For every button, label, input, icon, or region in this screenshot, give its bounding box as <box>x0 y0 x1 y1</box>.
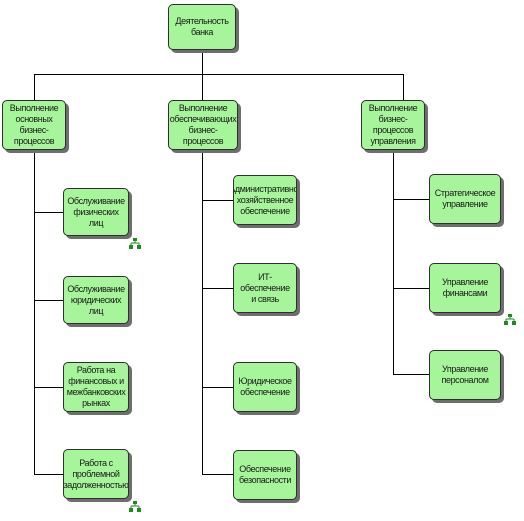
node-col-2-label: Выполнение бизнес-процессов управления <box>368 103 418 146</box>
node-c1-0-label: Административно-хозяйственное обеспечени… <box>233 183 296 216</box>
node-c2-2-label: Управление персоналом <box>441 364 489 385</box>
subdiagram-icon[interactable] <box>504 314 516 325</box>
node-col-2[interactable]: Выполнение бизнес-процессов управления <box>361 100 425 150</box>
node-c2-2[interactable]: Управление персоналом <box>429 350 501 400</box>
subdiagram-icon[interactable] <box>129 501 141 512</box>
node-c1-0[interactable]: Административно-хозяйственное обеспечени… <box>233 175 297 225</box>
node-c2-0-label: Стратегическое управление <box>434 188 496 209</box>
node-c1-3-label: Обеспечение безопасности <box>238 464 292 485</box>
node-col-0[interactable]: Выполнение основных бизнес-процессов <box>2 100 66 150</box>
node-col-1-label: Выполнение обеспечивающих бизнес-процесс… <box>169 103 237 146</box>
node-c0-0[interactable]: Обслуживание физических лиц <box>63 188 129 236</box>
node-col-1[interactable]: Выполнение обеспечивающих бизнес-процесс… <box>168 100 238 150</box>
node-c2-1[interactable]: Управление финансами <box>429 263 501 313</box>
subdiagram-icon[interactable] <box>129 238 141 249</box>
node-c0-2-label: Работа на финансовых и межбанковских рын… <box>66 365 126 408</box>
node-c2-1-label: Управление финансами <box>441 277 489 298</box>
node-c1-1[interactable]: ИТ-обеспечение и связь <box>233 263 297 313</box>
node-c0-3-label: Работа с проблемной задолженностью <box>63 457 129 490</box>
node-c1-2[interactable]: Юридическое обеспечение <box>233 362 297 412</box>
node-c1-3[interactable]: Обеспечение безопасности <box>233 450 297 500</box>
node-root[interactable]: Деятельность банка <box>168 4 236 50</box>
node-c1-1-label: ИТ-обеспечение и связь <box>240 271 290 304</box>
node-c1-2-label: Юридическое обеспечение <box>238 376 292 397</box>
node-col-0-label: Выполнение основных бизнес-процессов <box>9 103 59 146</box>
node-root-label: Деятельность банка <box>175 16 229 37</box>
node-c0-3[interactable]: Работа с проблемной задолженностью <box>63 449 129 499</box>
node-c0-1-label: Обслуживание юридических лиц <box>67 283 125 316</box>
node-c0-2[interactable]: Работа на финансовых и межбанковских рын… <box>63 362 129 412</box>
node-c2-0[interactable]: Стратегическое управление <box>429 174 501 224</box>
node-c0-1[interactable]: Обслуживание юридических лиц <box>63 276 129 324</box>
node-c0-0-label: Обслуживание физических лиц <box>67 195 125 228</box>
